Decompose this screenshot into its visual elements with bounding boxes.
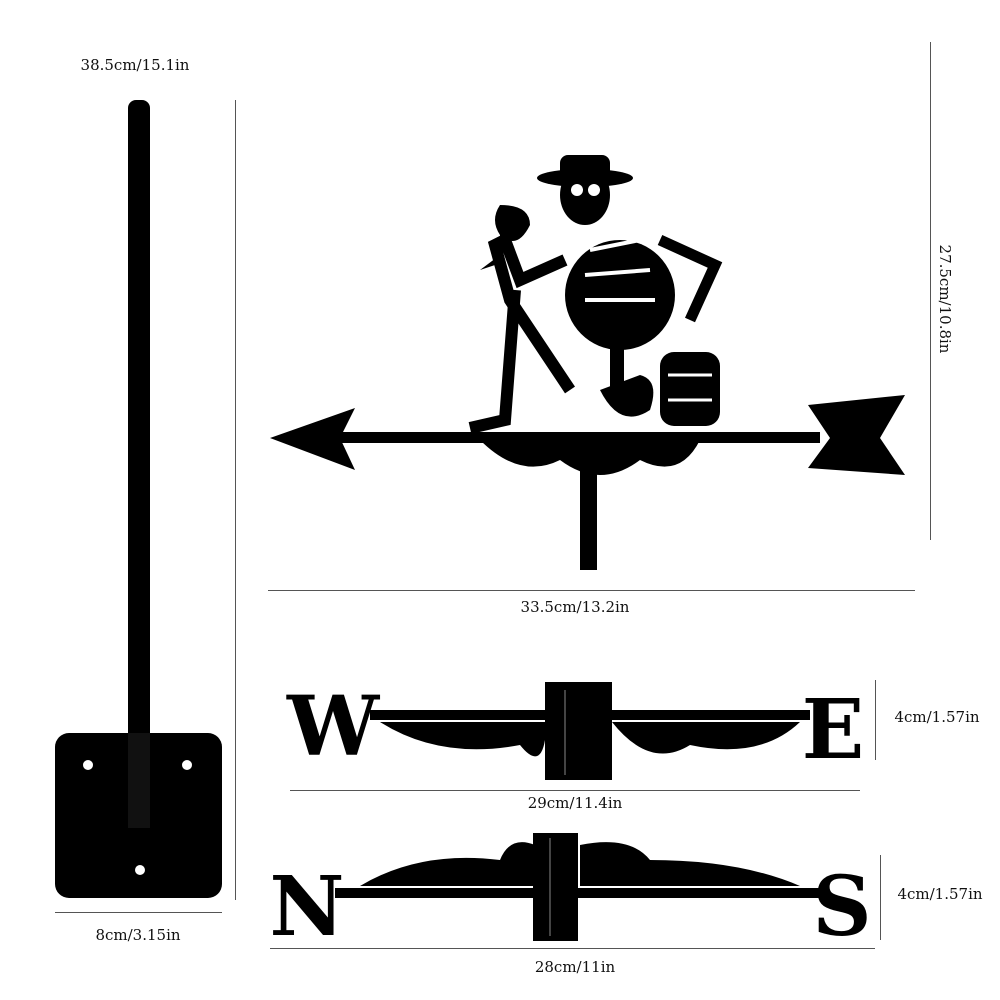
skeleton-weathervane	[270, 155, 905, 570]
dimension-line-vane-height	[930, 42, 931, 540]
dimension-line-ns-height	[880, 855, 881, 940]
vane-height-label: 27.5cm/10.8in	[936, 244, 954, 354]
dimension-line-vane-width	[268, 590, 915, 591]
screw-hole	[182, 760, 192, 770]
base-width-label: 8cm/3.15in	[95, 926, 181, 944]
letter-n: N	[270, 859, 345, 955]
dimension-line-ns-width	[270, 948, 875, 949]
north-south-bar: N S	[270, 833, 872, 955]
vane-width-label: 33.5cm/13.2in	[520, 598, 630, 616]
we-width-label: 29cm/11.4in	[527, 794, 623, 812]
screw-hole	[83, 760, 93, 770]
west-east-bar: W E	[286, 679, 864, 780]
dimension-line-base	[55, 912, 222, 913]
letter-s: S	[812, 859, 871, 955]
mounting-pole	[55, 100, 222, 898]
pole-height-label: 38.5cm/15.1in	[80, 56, 190, 74]
dimension-line-we-height	[875, 680, 876, 760]
screw-hole	[135, 865, 145, 875]
dimension-line-pole	[235, 100, 236, 900]
letter-w: W	[286, 679, 381, 775]
letter-e: E	[802, 682, 865, 778]
ns-height-label: 4cm/1.57in	[897, 885, 983, 903]
dimension-line-we-width	[290, 790, 860, 791]
we-height-label: 4cm/1.57in	[894, 708, 980, 726]
ns-width-label: 28cm/11in	[534, 958, 616, 976]
